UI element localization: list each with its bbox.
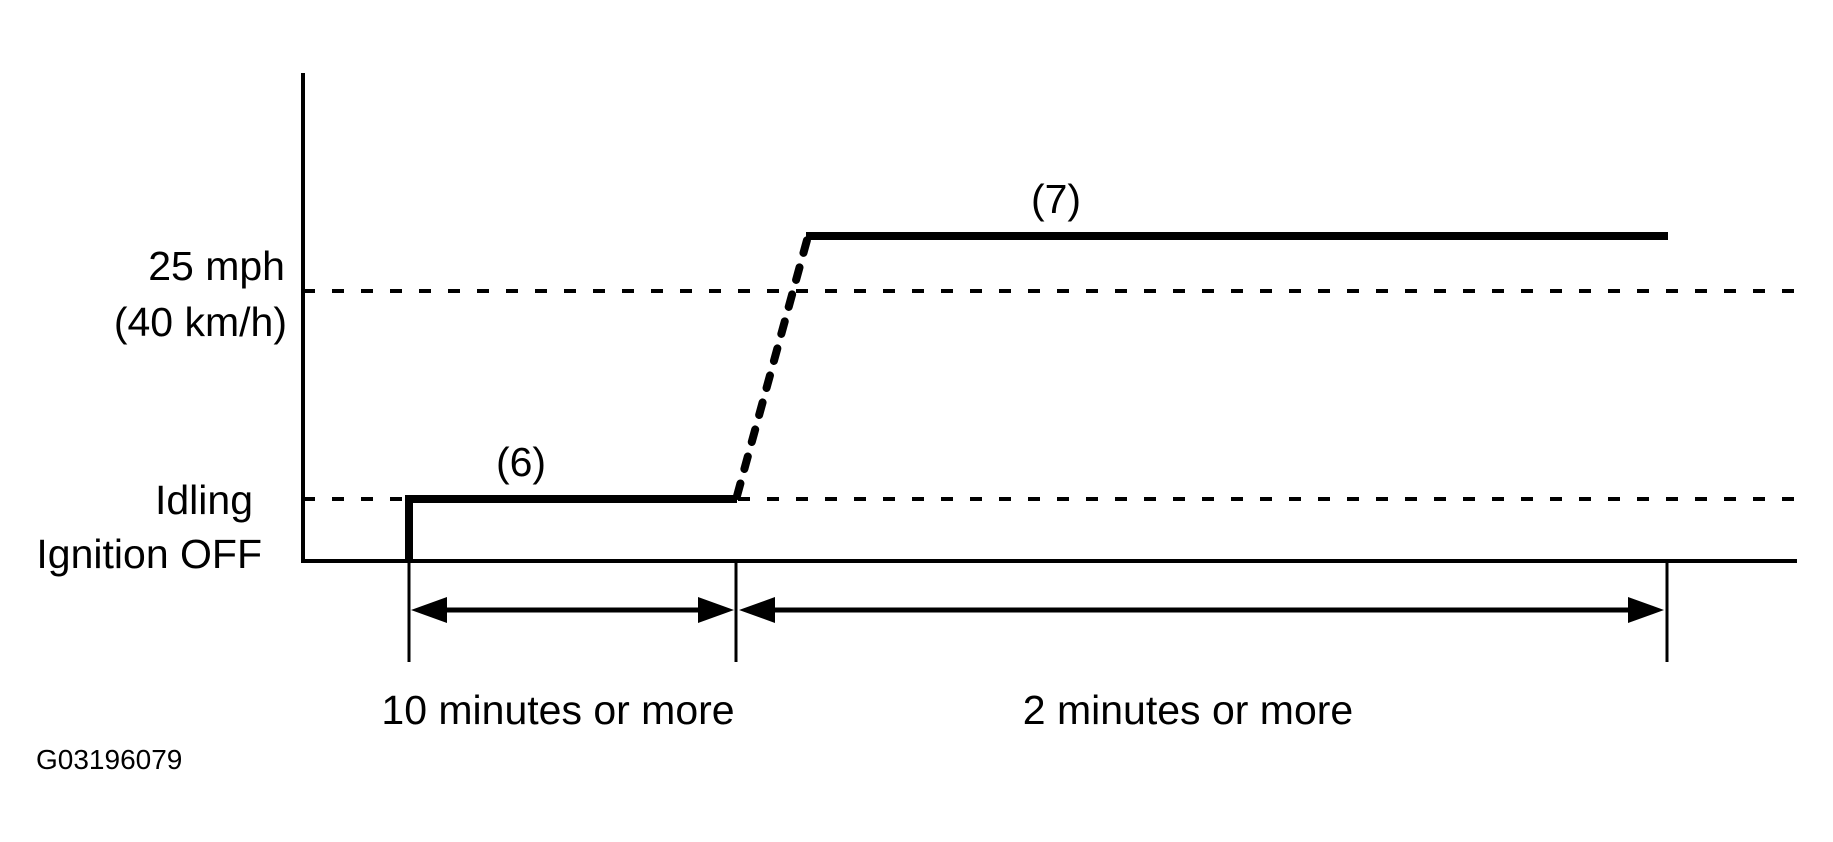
ignition-off-label: Ignition OFF	[36, 531, 262, 577]
segment-7-callout: (7)	[1031, 176, 1081, 222]
arrowhead-right-icon	[698, 597, 734, 623]
idling-label: Idling	[155, 477, 253, 523]
duration-arrow-idle	[411, 597, 734, 623]
duration-arrow-drive	[739, 597, 1664, 623]
acceleration-dashed-ramp	[733, 236, 811, 500]
speed-threshold-label-mph: 25 mph	[148, 243, 285, 289]
duration-label-drive: 2 minutes or more	[1023, 687, 1353, 733]
duration-label-idle: 10 minutes or more	[381, 687, 734, 733]
arrowhead-right-icon	[1628, 597, 1664, 623]
figure-id: G03196079	[36, 744, 182, 775]
speed-threshold-label-kmh: (40 km/h)	[114, 299, 287, 345]
segment-6-callout: (6)	[496, 439, 546, 485]
arrowhead-left-icon	[411, 597, 447, 623]
arrowhead-left-icon	[739, 597, 775, 623]
segment-6-line	[405, 495, 737, 561]
